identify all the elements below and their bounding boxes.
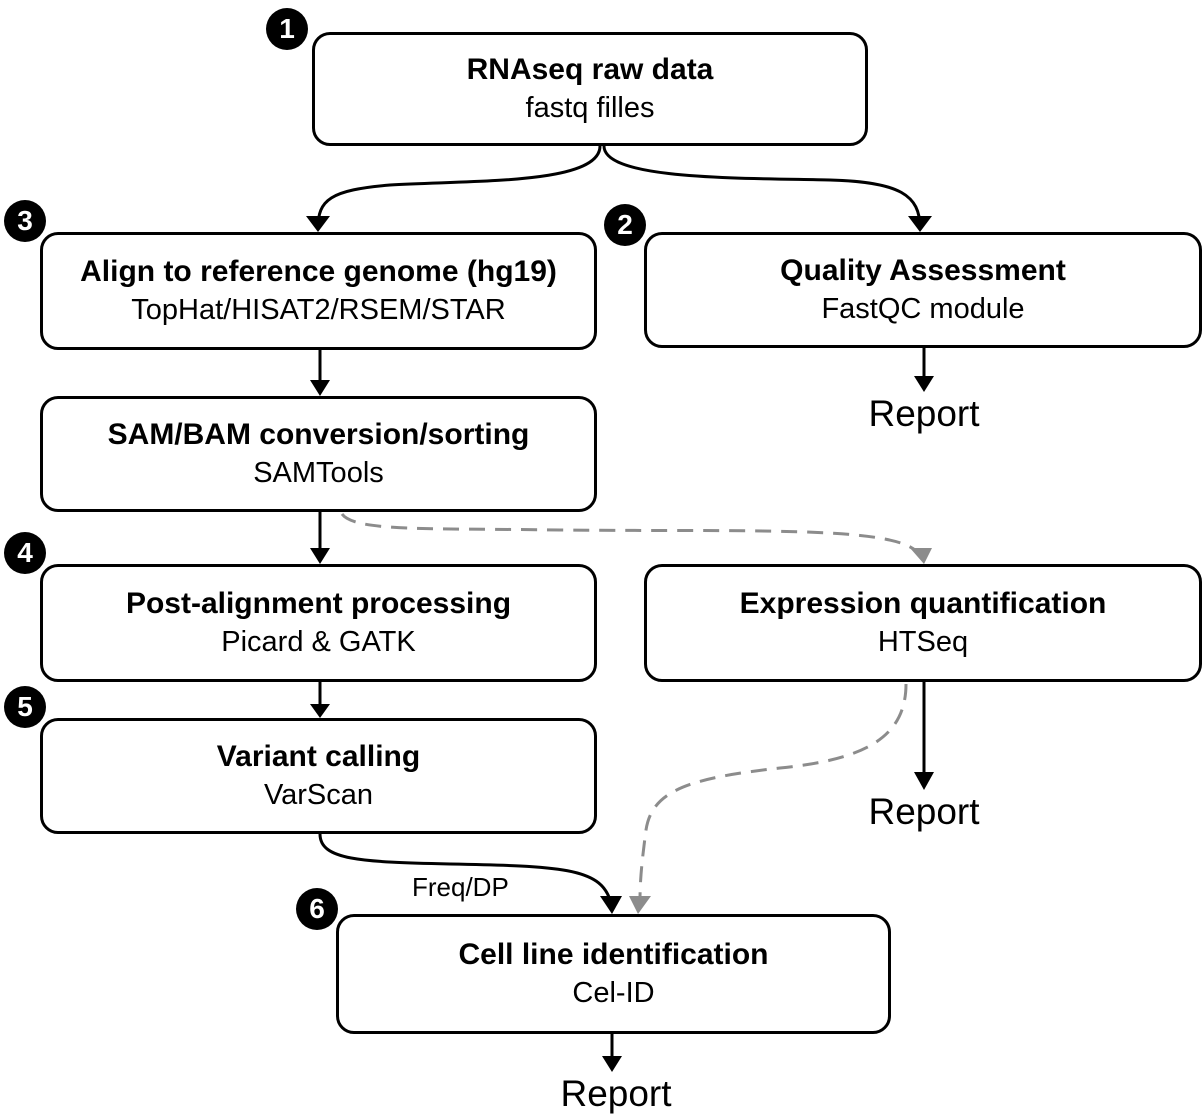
node-post-alignment: Post-alignment processing Picard & GATK — [40, 564, 597, 682]
node-subtitle: HTSeq — [877, 626, 969, 658]
node-sam-bam-conversion: SAM/BAM conversion/sorting SAMTools — [40, 396, 597, 512]
node-cell-line-identification: Cell line identification Cel-ID — [336, 914, 891, 1034]
edge-sam-to-expr — [340, 512, 922, 557]
arrowhead-qa-report — [914, 376, 934, 392]
step-badge-2: 2 — [604, 204, 646, 246]
node-subtitle: SAMTools — [253, 457, 384, 489]
node-variant-calling: Variant calling VarScan — [40, 718, 597, 834]
node-title: Cell line identification — [458, 938, 769, 971]
step-badge-1: 1 — [266, 8, 308, 50]
node-subtitle: Picard & GATK — [221, 626, 416, 658]
node-subtitle: VarScan — [263, 779, 374, 811]
arrowhead-variant — [310, 704, 330, 718]
node-title: Variant calling — [216, 740, 421, 773]
node-subtitle: TopHat/HISAT2/RSEM/STAR — [131, 294, 506, 326]
edge-variant-to-cell — [318, 833, 612, 901]
report-quality: Report — [868, 393, 980, 434]
step-badge-5: 5 — [4, 686, 46, 728]
node-subtitle: Cel-ID — [572, 977, 655, 1009]
step-badge-6: 6 — [296, 888, 338, 930]
edge-expr-to-cell — [638, 683, 908, 901]
report-cell-line: Report — [560, 1073, 672, 1114]
node-title: Align to reference genome (hg19) — [80, 255, 557, 288]
node-title: Expression quantification — [739, 587, 1107, 620]
node-subtitle: fastq filles — [525, 92, 655, 124]
arrowhead-post — [310, 548, 330, 564]
arrowhead-cell — [600, 896, 622, 914]
arrowhead-sam — [310, 380, 330, 396]
node-rnaseq-raw-data: RNAseq raw data fastq filles — [312, 32, 868, 146]
arrowhead-cell-report — [602, 1056, 622, 1072]
arrowhead-align — [306, 216, 330, 232]
edge-label-freq-dp: Freq/DP — [412, 872, 509, 902]
node-quality-assessment: Quality Assessment FastQC module — [644, 232, 1202, 348]
step-badge-3: 3 — [4, 200, 46, 242]
node-subtitle: FastQC module — [821, 293, 1025, 325]
node-title: RNAseq raw data — [466, 53, 714, 86]
arrowhead-cell-dashed — [629, 896, 651, 914]
edge-raw-to-align — [316, 145, 602, 229]
step-badge-4: 4 — [4, 532, 46, 574]
arrowhead-expr-report — [914, 772, 934, 790]
edge-raw-to-qa — [602, 145, 922, 229]
node-title: Post-alignment processing — [125, 587, 512, 620]
node-title: SAM/BAM conversion/sorting — [107, 418, 530, 451]
arrowhead-qa — [908, 216, 932, 232]
node-title: Quality Assessment — [780, 254, 1066, 287]
node-align-reference: Align to reference genome (hg19) TopHat/… — [40, 232, 597, 350]
arrowhead-expr — [910, 548, 932, 564]
node-expression-quantification: Expression quantification HTSeq — [644, 564, 1202, 682]
report-expression: Report — [868, 791, 980, 832]
